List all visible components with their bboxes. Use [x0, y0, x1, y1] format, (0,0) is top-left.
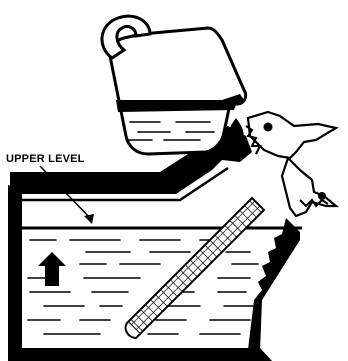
upper-level-leader-arrowhead — [84, 214, 94, 224]
upper-level-leader-line — [39, 165, 93, 221]
liquid-drop-icon — [228, 118, 244, 142]
cap-stem-hole — [318, 192, 326, 200]
reservoir-inner-top-edge — [22, 166, 229, 202]
jug-liquid-surface — [116, 100, 238, 112]
reservoir-left-wall — [8, 185, 22, 361]
reservoir-top-wall — [10, 140, 222, 194]
cap-hole — [263, 122, 273, 132]
jug-handle — [100, 14, 152, 60]
jug-spout — [222, 94, 244, 106]
reservoir-bottom-wall — [8, 348, 272, 361]
upper-level-label: UPPER LEVEL — [6, 153, 85, 165]
dipstick-icon — [124, 196, 266, 340]
up-arrow-icon — [38, 252, 66, 286]
reservoir-right-wall — [248, 218, 300, 352]
filler-cap-icon — [245, 110, 340, 218]
